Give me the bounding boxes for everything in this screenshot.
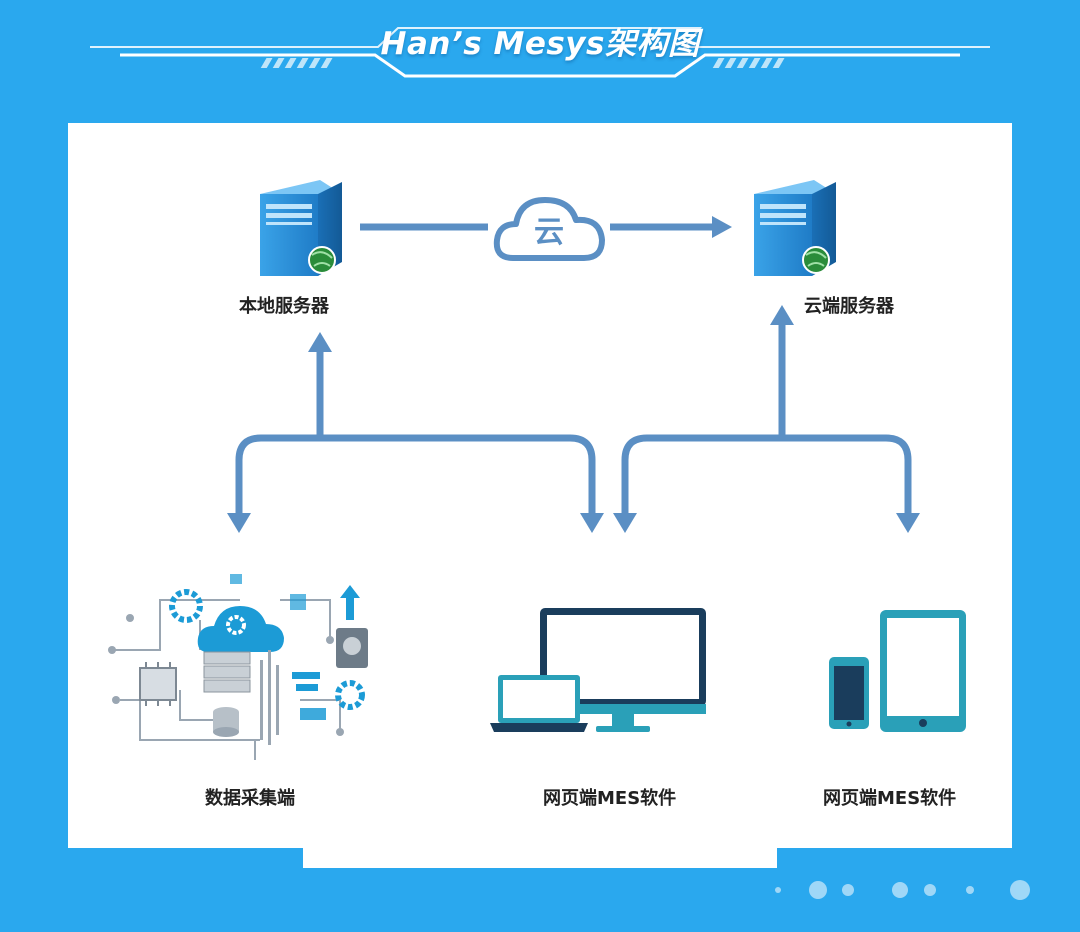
desktop-laptop-icon [490,608,706,732]
arrowhead-down-icon [580,513,604,533]
page-title: Han’s Mesys架构图 [380,26,700,62]
local-server-icon [260,180,342,276]
phone-tablet-icon [829,610,966,732]
branch-cloud-bar [621,434,912,515]
connector-arrows [235,223,912,515]
web-mes-desktop-label: 网页端MES软件 [543,788,677,809]
data-network-icon [108,574,368,760]
cloud-label: 云 [534,215,564,250]
cloud-server-label: 云端服务器 [804,296,894,317]
cloud-icon [493,197,605,261]
arrowhead-down-icon [896,513,920,533]
footer-decoration [775,880,1030,900]
local-server-label: 本地服务器 [239,296,329,317]
arrowhead-down-icon [613,513,637,533]
branch-local-bar [235,434,596,515]
arrow-heads [227,216,920,533]
arrowhead-up-icon [770,305,794,325]
cloud-server-icon [754,180,836,276]
web-mes-mobile-label: 网页端MES软件 [823,788,957,809]
panel-tab [303,846,777,868]
arrowhead-down-icon [227,513,251,533]
arrowhead-right-icon [712,216,732,238]
arrowhead-up-icon [308,332,332,352]
data-collection-label: 数据采集端 [205,788,295,809]
title-banner [90,27,990,78]
